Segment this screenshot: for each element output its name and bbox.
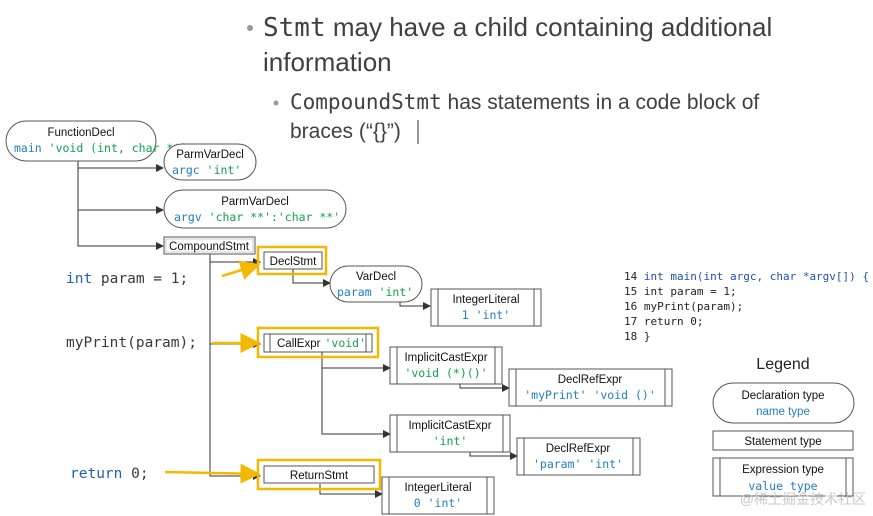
call-expr-label: CallExpr 'void' [277, 334, 366, 351]
decl-ref-1-title: DeclRefExpr [558, 374, 623, 386]
integer-literal-0-node [381, 476, 495, 515]
return-stmt-node [263, 465, 375, 484]
decl-ref-1-value: 'myPrint' 'void ()' [524, 388, 656, 402]
bullet-dot [273, 100, 279, 106]
legend-title: Legend [756, 356, 809, 373]
parm-argv-title: ParmVarDecl [221, 196, 289, 208]
compound-stmt-title: CompoundStmt [169, 241, 250, 253]
parm-var-decl-argc-node [163, 143, 257, 181]
legend-expression-label: Expression type [742, 464, 824, 476]
implicit-cast-2-node [389, 414, 511, 453]
integer-literal-1-title: IntegerLiteral [452, 294, 519, 306]
var-decl-title: VarDecl [356, 271, 396, 283]
decl-ref-2-value: 'param' 'int' [533, 457, 623, 471]
call-expr-node [263, 333, 373, 353]
source-listing: 14 int main(int argc, char *argv[]) { 15… [624, 270, 869, 343]
parm-argc-sub: argc 'int' [172, 163, 241, 177]
decl-ref-2-node [516, 437, 641, 476]
compound-stmt-node [163, 236, 256, 255]
bullet-dot [247, 25, 253, 31]
svg-text:15 int param = 1;: 15 int param = 1; [624, 285, 737, 298]
legend-declaration [712, 382, 855, 424]
legend-statement [712, 430, 854, 451]
svg-text:18 }: 18 } [624, 330, 651, 343]
code-line-return: return 0; [70, 466, 149, 482]
svg-text:14 int main(int argc, char *ar: 14 int main(int argc, char *argv[]) { [624, 270, 869, 283]
parm-argc-title: ParmVarDecl [176, 149, 244, 161]
legend-declaration-label: Declaration type [741, 390, 824, 402]
decl-stmt-highlight [256, 245, 328, 276]
return-stmt-title: ReturnStmt [290, 470, 349, 482]
svg-text:16 myPrint(param);: 16 myPrint(param); [624, 300, 743, 313]
code-line-int-param: int param = 1; [66, 271, 188, 287]
function-decl-title: FunctionDecl [47, 127, 114, 139]
bullet-1-line-2: information [263, 47, 392, 77]
decl-ref-2-title: DeclRefExpr [546, 443, 611, 455]
parm-var-decl-argv-node [163, 189, 347, 229]
code-line-myprint: myPrint(param); [66, 335, 197, 351]
implicit-cast-1-node [389, 346, 503, 385]
implicit-cast-2-title: ImplicitCastExpr [408, 420, 491, 432]
watermark: @稀土掘金技术社区 [740, 491, 866, 507]
function-decl-sub: main 'void (int, char **)' [14, 141, 194, 155]
implicit-cast-2-type: 'int' [433, 434, 468, 448]
bullet-1-line-1: Stmt may have a child containing additio… [263, 12, 772, 43]
integer-literal-1-value: 1 'int' [462, 308, 510, 322]
legend-declaration-sub: name type [756, 406, 810, 418]
decl-stmt-title: DeclStmt [270, 256, 317, 268]
decl-ref-1-node [508, 368, 673, 407]
decl-stmt-node [263, 251, 323, 270]
implicit-cast-1-title: ImplicitCastExpr [404, 352, 487, 364]
svg-text:17 return 0;: 17 return 0; [624, 315, 703, 328]
legend-expression-sub: value type [748, 479, 817, 493]
function-decl-node [5, 120, 157, 162]
bullet-2-line-1: CompoundStmt has statements in a code bl… [290, 90, 759, 114]
bullet-2-line-2: braces (“{}”) [290, 120, 401, 143]
parm-argv-sub: argv 'char **':'char **' [174, 210, 340, 224]
var-decl-sub: param 'int' [337, 285, 413, 299]
highlight-arrow [221, 260, 261, 280]
var-decl-node [329, 265, 423, 303]
legend-expression [712, 457, 854, 497]
integer-literal-0-value: 0 'int' [414, 496, 462, 510]
integer-literal-0-title: IntegerLiteral [404, 482, 471, 494]
implicit-cast-1-type: 'void (*)()' [404, 366, 487, 380]
integer-literal-1-node [430, 288, 542, 327]
highlight-arrow [164, 463, 261, 484]
legend-statement-label: Statement type [744, 436, 821, 448]
